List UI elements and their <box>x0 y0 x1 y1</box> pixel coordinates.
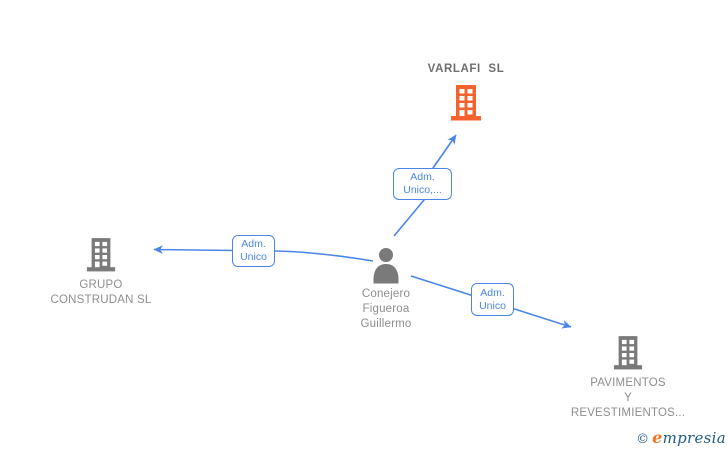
relationship-label-line2: Unico,... <box>403 184 442 196</box>
building-icon <box>450 85 482 121</box>
relationship-label-line1: Adm. <box>410 171 435 183</box>
relationship-label-adm-unico-grupo[interactable]: Adm. Unico <box>232 235 275 267</box>
company-name-pavimentos-line3: REVESTIMIENTOS... <box>570 407 686 419</box>
company-name-varlafi: VARLAFI SL <box>427 63 505 75</box>
relationship-label-adm-unico-pavimentos[interactable]: Adm. Unico <box>471 283 514 316</box>
empresia-logo[interactable]: © empresia <box>636 428 726 447</box>
person-name-line2: Figueroa <box>362 303 410 315</box>
person-name-line3: Guillermo <box>360 318 412 330</box>
brand-wordmark: empresia <box>652 428 726 447</box>
relationship-label-line2: Unico <box>479 299 506 312</box>
brand-rest: mpresia <box>662 429 726 447</box>
company-name-pavimentos-line2: Y <box>624 392 632 404</box>
company-name-pavimentos-line1: PAVIMENTOS <box>590 377 666 389</box>
person-name-line1: Conejero <box>361 288 411 300</box>
building-icon <box>86 238 116 272</box>
edge-person-to-grupo <box>153 245 374 262</box>
company-node-pavimentos[interactable]: PAVIMENTOS Y REVESTIMIENTOS... <box>565 336 691 421</box>
company-name-grupo-line1: GRUPO <box>79 279 123 291</box>
person-node-conejero[interactable]: Conejero Figueroa Guillermo <box>326 247 446 332</box>
company-node-varlafi[interactable]: VARLAFI SL <box>399 62 533 121</box>
relationship-label-line2: Unico <box>240 251 267 263</box>
company-node-grupo-construdan[interactable]: GRUPO CONSTRUDAN SL <box>40 238 162 308</box>
relationship-label-line1: Adm. <box>480 286 505 299</box>
brand-initial: e <box>652 428 663 447</box>
company-name-grupo-line2: CONSTRUDAN SL <box>50 294 152 306</box>
building-icon <box>613 336 643 370</box>
relationship-label-line1: Adm. <box>241 238 266 250</box>
person-icon <box>370 247 402 284</box>
copyright-symbol: © <box>636 432 650 447</box>
relationship-label-adm-unico-varlafi[interactable]: Adm. Unico,... <box>393 168 452 200</box>
